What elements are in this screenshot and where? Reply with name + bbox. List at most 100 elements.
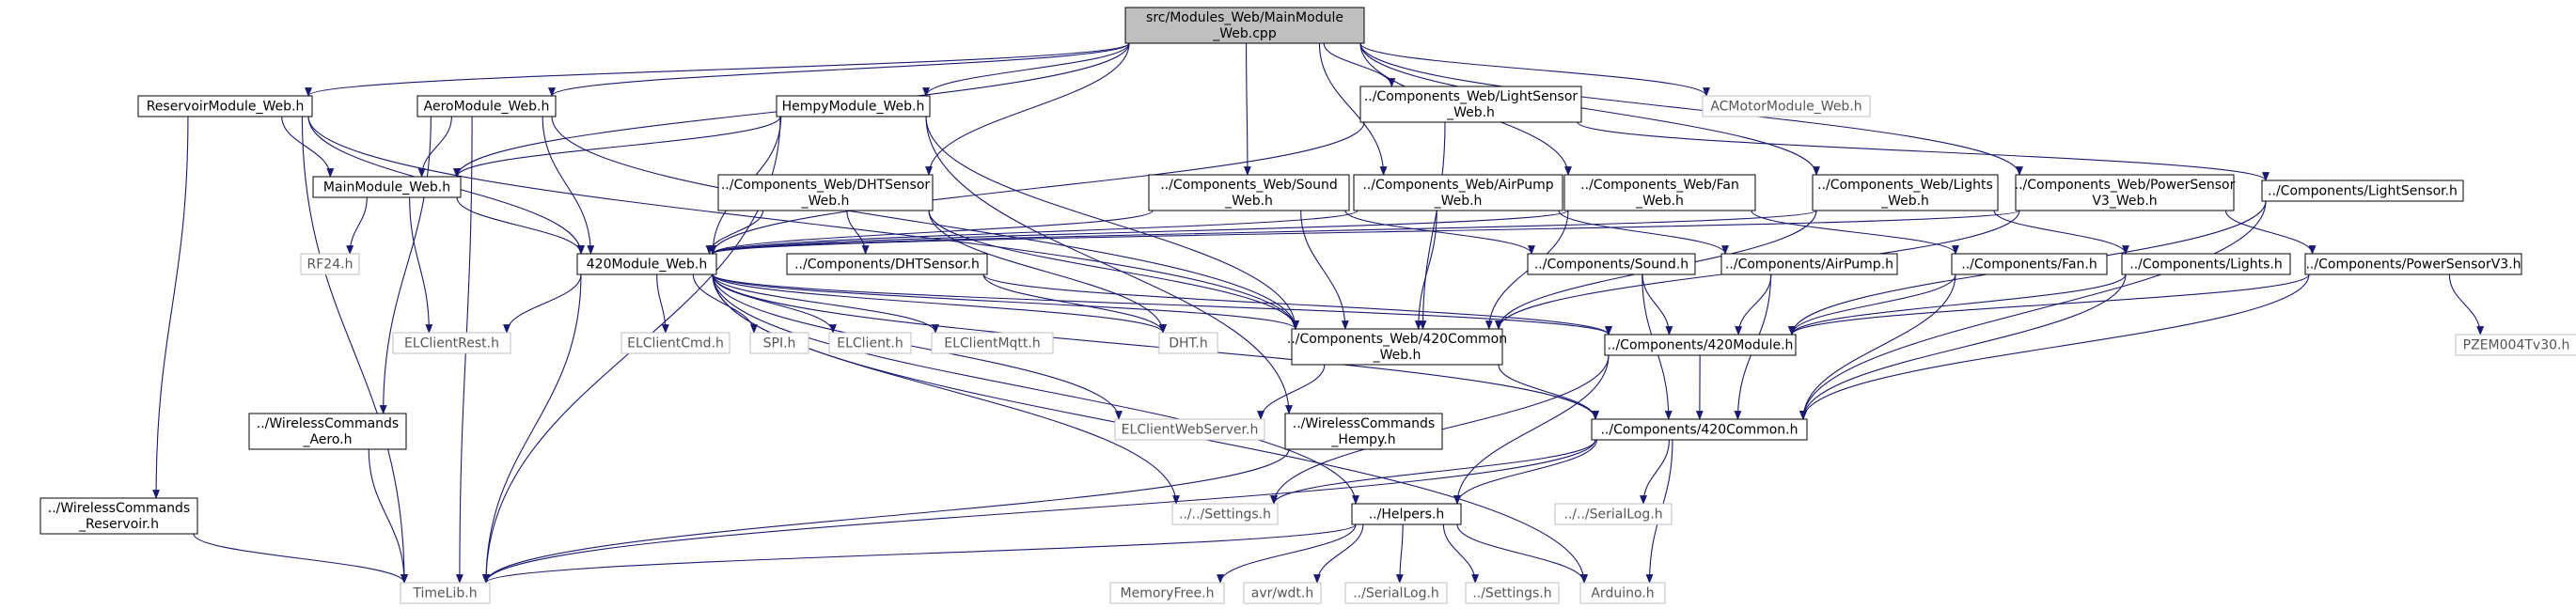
edge-sound_web-to-sound — [1344, 210, 1535, 255]
node-box — [1591, 418, 1808, 441]
edge-mainmodule-to-elclientrest — [409, 196, 433, 334]
node-label: RF24.h — [307, 258, 353, 273]
edge-root-to-lightsensor_web — [1323, 42, 1396, 87]
node-label: ../Components/PowerSensorV3.h — [2305, 258, 2521, 273]
edge-airpump_web-to-m420web — [709, 210, 1359, 255]
node-timelib[interactable]: TimeLib.h — [400, 582, 491, 604]
node-elclientmqtt[interactable]: ELClientMqtt.h — [931, 332, 1054, 354]
edge-root-to-dhtsensor_web — [925, 42, 1130, 176]
node-box — [1359, 86, 1582, 123]
node-label: ../Components_Web/PowerSensor — [2015, 178, 2236, 193]
nodes-layer: src/Modules_Web/MainModule_Web.cppReserv… — [39, 7, 2576, 604]
edge-powersensor-to-pzem — [2448, 273, 2485, 336]
node-common420[interactable]: ../Components/420Common.h — [1591, 418, 1808, 441]
edge-reservoir-to-mainmodule — [281, 116, 335, 178]
node-box — [1344, 582, 1448, 604]
node-label: ../Components_Web/420Common — [1287, 332, 1507, 347]
node-pzem[interactable]: PZEM004Tv30.h — [2455, 334, 2576, 356]
node-acmotor[interactable]: ACMotorModule_Web.h — [1702, 95, 1871, 117]
node-box — [1351, 503, 1462, 525]
edge-m420web-to-timelib — [482, 273, 582, 584]
node-label: ../WirelessCommands — [1293, 416, 1435, 431]
node-label: _Aero.h — [302, 432, 352, 447]
node-elclient[interactable]: ELClient.h — [828, 332, 912, 354]
node-dhtsensor_web[interactable]: ../Components_Web/DHTSensor_Web.h — [717, 174, 934, 211]
node-label: ../Components/AirPump.h — [1725, 258, 1893, 273]
node-settings_rel[interactable]: ../../Settings.h — [1171, 503, 1279, 525]
node-reservoir[interactable]: ReservoirModule_Web.h — [137, 95, 313, 117]
node-wc_res[interactable]: ../WirelessCommands_Reservoir.h — [39, 497, 198, 535]
node-airpump_web[interactable]: ../Components_Web/AirPump_Web.h — [1353, 174, 1563, 211]
node-mainmodule[interactable]: MainModule_Web.h — [312, 176, 462, 198]
node-dht[interactable]: DHT.h — [1158, 332, 1218, 354]
edge-mainmodule-to-rf24 — [346, 196, 368, 255]
node-wc_aero[interactable]: ../WirelessCommands_Aero.h — [248, 413, 407, 450]
node-label: _Web.h — [1880, 194, 1929, 209]
node-box — [1353, 174, 1563, 211]
edge-aero-to-wc_aero — [379, 116, 432, 414]
node-box — [1284, 413, 1443, 450]
node-hempy[interactable]: HempyModule_Web.h — [776, 95, 931, 117]
edge-m420web-to-common420 — [712, 273, 1599, 420]
node-aero[interactable]: AeroModule_Web.h — [416, 95, 557, 117]
node-elclientrest[interactable]: ELClientRest.h — [392, 332, 511, 354]
node-spi[interactable]: SPI.h — [749, 332, 809, 354]
node-lights[interactable]: ../Components/Lights.h — [2121, 253, 2291, 275]
node-seriallog[interactable]: ../SerialLog.h — [1344, 582, 1448, 604]
node-arduino[interactable]: Arduino.h — [1579, 582, 1666, 604]
node-label: _Web.h — [1373, 348, 1422, 363]
node-airpump[interactable]: ../Components/AirPump.h — [1720, 253, 1898, 275]
node-box — [1109, 582, 1225, 604]
node-lightsensor_web[interactable]: ../Components_Web/LightSensor_Web.h — [1359, 86, 1582, 123]
node-label: MemoryFree.h — [1121, 586, 1215, 601]
node-helpers[interactable]: ../Helpers.h — [1351, 503, 1462, 525]
node-fan[interactable]: ../Components/Fan.h — [1951, 253, 2108, 275]
node-box — [1812, 174, 1999, 211]
node-box — [576, 253, 717, 275]
node-settings[interactable]: ../Settings.h — [1465, 582, 1560, 604]
edge-powersensor-to-m420 — [1788, 273, 2310, 336]
node-label: 420Module_Web.h — [587, 258, 707, 273]
node-lightsensor[interactable]: ../Components/LightSensor.h — [2261, 180, 2464, 202]
node-box — [828, 332, 912, 354]
node-sound_web[interactable]: ../Components_Web/Sound_Web.h — [1148, 174, 1350, 211]
node-label: HempyModule_Web.h — [782, 100, 925, 115]
node-root[interactable]: src/Modules_Web/MainModule_Web.cpp — [1124, 7, 1365, 44]
node-label: _Web.h — [1635, 194, 1684, 209]
node-box — [1951, 253, 2108, 275]
edge-airpump_web-to-common420web — [1414, 210, 1437, 330]
node-elclientcmd[interactable]: ELClientCmd.h — [620, 332, 730, 354]
node-label: PZEM004Tv30.h — [2463, 338, 2570, 353]
node-seriallog_rel[interactable]: ../../SerialLog.h — [1554, 503, 1673, 525]
edge-hempy-to-common420web — [925, 116, 1299, 330]
node-dhtsensor[interactable]: ../Components/DHTSensor.h — [786, 253, 988, 275]
node-elclientweb[interactable]: ELClientWebServer.h — [1114, 418, 1265, 441]
node-wdt[interactable]: avr/wdt.h — [1243, 582, 1322, 604]
node-powersensor[interactable]: ../Components/PowerSensorV3.h — [2304, 253, 2522, 275]
node-lights_web[interactable]: ../Components_Web/Lights_Web.h — [1812, 174, 1999, 211]
node-m420[interactable]: ../Components/420Module.h — [1604, 334, 1797, 356]
node-wc_hempy[interactable]: ../WirelessCommands_Hempy.h — [1284, 413, 1443, 450]
node-common420web[interactable]: ../Components_Web/420Common_Web.h — [1287, 328, 1507, 366]
node-box — [1563, 174, 1756, 211]
node-label: ../../Settings.h — [1179, 508, 1271, 523]
node-label: ../Components/420Common.h — [1600, 423, 1798, 438]
node-memfree[interactable]: MemoryFree.h — [1109, 582, 1225, 604]
node-box — [1291, 328, 1503, 366]
edge-powersensor-to-common420 — [1799, 273, 2310, 420]
node-rf24[interactable]: RF24.h — [300, 253, 360, 275]
node-box — [312, 176, 462, 198]
edge-common420-to-seriallog_rel — [1640, 439, 1671, 505]
edge-dhtsensor-to-dht — [982, 273, 1167, 334]
node-fan_web[interactable]: ../Components_Web/Fan_Web.h — [1563, 174, 1756, 211]
node-m420web[interactable]: 420Module_Web.h — [576, 253, 717, 275]
edge-common420-to-timelib — [482, 439, 1596, 584]
node-sound[interactable]: ../Components/Sound.h — [1527, 253, 1696, 275]
edge-aero-to-common420web — [551, 116, 1299, 330]
node-label: ../Settings.h — [1472, 586, 1551, 601]
edge-root-to-aero — [548, 42, 1130, 97]
node-box — [1114, 418, 1265, 441]
node-box — [1124, 7, 1365, 44]
edge-reservoir-to-wc_res — [152, 116, 189, 499]
node-powersensor_web[interactable]: ../Components_Web/PowerSensorV3_Web.h — [2015, 174, 2236, 211]
